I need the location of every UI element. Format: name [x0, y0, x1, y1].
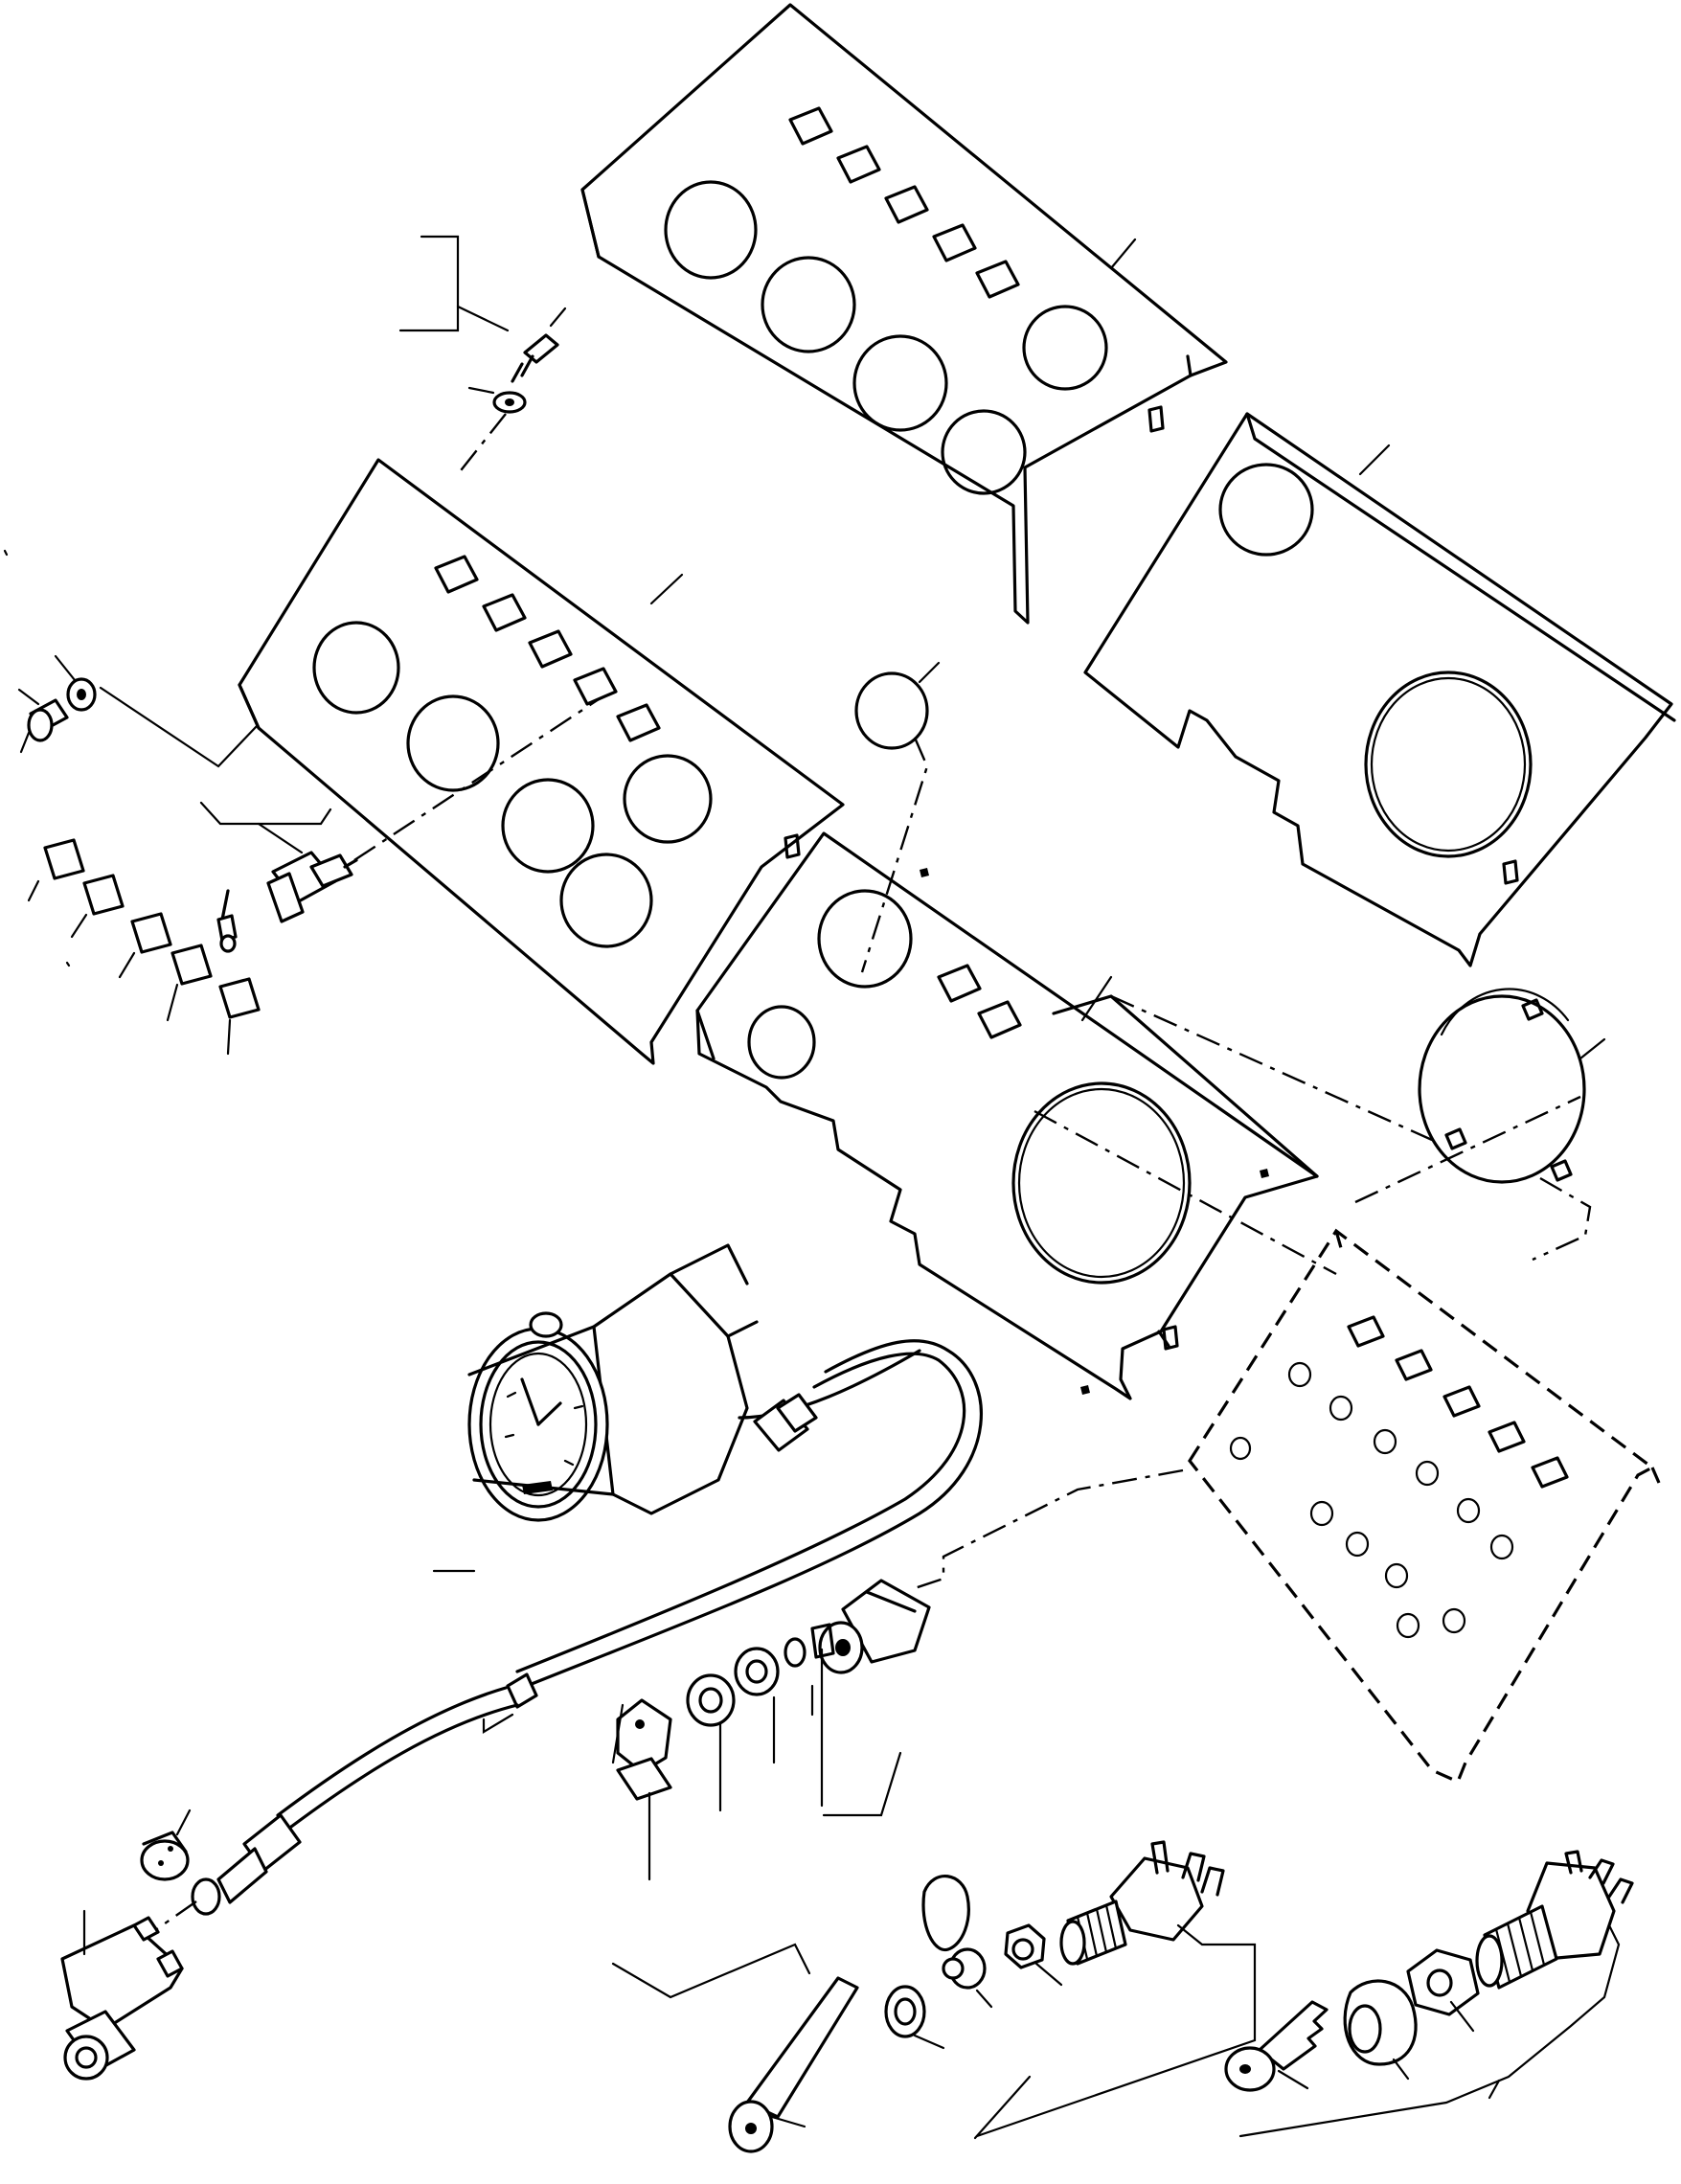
kit-b-threaded-body: [1475, 1904, 1558, 1990]
tachometer-cable: [148, 1339, 983, 1936]
instrument-panel-dashed: [1188, 1228, 1661, 1785]
instrument-panel-lower: [695, 831, 1319, 1400]
panel-screw: [511, 333, 559, 383]
panel-upper-lamp-windows: [788, 106, 1020, 299]
kit-a-key: [728, 1976, 859, 2153]
indicator-bulb: [216, 889, 238, 953]
instrument-panel-upper-alt: [238, 458, 845, 1065]
kit-b-key: [1224, 2000, 1329, 2092]
key-switch-kit-b: [1224, 1850, 1634, 2138]
indicator-lenses: [27, 838, 261, 1056]
cable-end-cap: [140, 1809, 192, 1881]
side-washer: [17, 654, 97, 712]
margin-marks: [3, 549, 71, 967]
tachometer-gauge: [432, 1243, 759, 1573]
kit-a-dust-cap: [921, 1875, 993, 2009]
ignition-switch-assembly: [611, 1468, 1184, 1999]
key-switch-kit-a: [728, 1840, 1257, 2153]
instrument-panel-upper: [580, 3, 1228, 625]
panel-alt-lamp-windows: [434, 555, 661, 742]
gauge-lens-small: [854, 661, 941, 973]
side-bolt: [19, 698, 69, 754]
kit-a-nut: [884, 1985, 945, 2050]
assembly-center-lines: [1034, 994, 1592, 1276]
dashed-panel-holes: [1229, 1315, 1569, 1639]
warning-light-switch: [199, 697, 600, 953]
mounting-hardware: [17, 235, 567, 768]
panel-washer: [467, 386, 527, 414]
kit-b-boot: [1343, 1979, 1418, 2081]
kit-b-nut: [1406, 1948, 1480, 2033]
kit-a-threaded-body: [1059, 1900, 1127, 1966]
gauge-retaining-ring: [1418, 988, 1606, 1184]
cable-drive-adapter: [60, 1809, 192, 2081]
instrument-panel-right: [1083, 412, 1676, 967]
